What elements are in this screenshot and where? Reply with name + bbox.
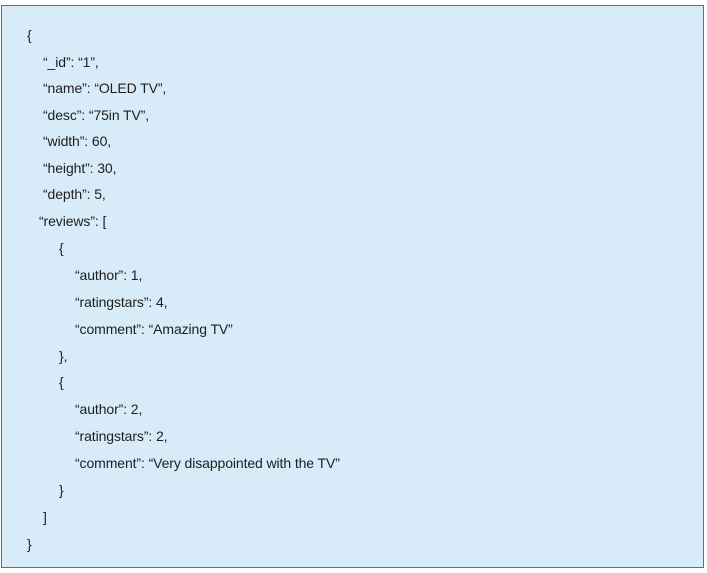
code-line-review2-author: “author”: 2, bbox=[75, 401, 143, 417]
code-line-depth: “depth”: 5, bbox=[43, 186, 106, 202]
code-line-review1-author: “author”: 1, bbox=[75, 267, 143, 283]
code-line-desc: “desc”: “75in TV”, bbox=[43, 107, 150, 123]
code-line-review2-ratingstars: “ratingstars”: 2, bbox=[75, 428, 168, 444]
code-line-id: “_id”: “1”, bbox=[43, 54, 99, 70]
code-line-review2-close: } bbox=[59, 482, 64, 498]
code-line-open-brace: { bbox=[27, 27, 32, 43]
code-line-name: “name”: “OLED TV”, bbox=[43, 80, 167, 96]
code-line-review1-close: }, bbox=[59, 348, 68, 364]
code-listing-panel: { “_id”: “1”, “name”: “OLED TV”, “desc”:… bbox=[1, 5, 704, 568]
code-line-review2-open: { bbox=[59, 374, 64, 390]
code-line-reviews-close: ] bbox=[43, 509, 47, 525]
code-line-review1-ratingstars: “ratingstars”: 4, bbox=[75, 294, 168, 310]
code-line-close-brace: } bbox=[27, 536, 32, 552]
code-line-review1-open: { bbox=[59, 240, 64, 256]
code-line-review2-comment: “comment”: “Very disappointed with the T… bbox=[75, 455, 340, 471]
code-line-reviews: “reviews”: [ bbox=[39, 213, 107, 229]
code-line-review1-comment: “comment”: “Amazing TV” bbox=[75, 321, 233, 337]
code-line-height: “height”: 30, bbox=[43, 160, 117, 176]
code-line-width: “width”: 60, bbox=[43, 133, 112, 149]
